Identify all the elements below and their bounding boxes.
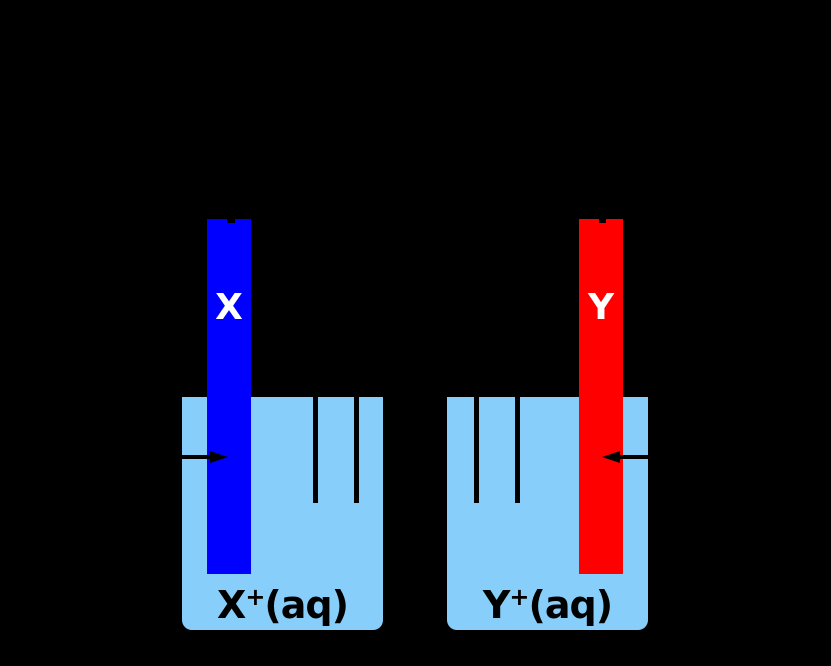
electrode-y (579, 219, 623, 574)
left-solution-state: (aq) (264, 583, 349, 627)
flow-arrow-left-icon (602, 451, 620, 463)
left-solution-label: X+(aq) (182, 584, 383, 626)
salt-bridge-line (474, 394, 479, 503)
right-solution-charge: + (509, 583, 529, 612)
flow-arrow-left-shaft (620, 455, 652, 459)
electrode-x (207, 219, 251, 574)
salt-bridge-line (515, 394, 520, 503)
right-solution-label: Y+(aq) (447, 584, 648, 626)
right-solution-state: (aq) (528, 583, 614, 627)
flow-arrow-right-shaft (182, 455, 212, 459)
right-solution-element: Y (482, 583, 511, 627)
salt-bridge-line (313, 394, 318, 503)
salt-bridge-line (354, 394, 359, 503)
wire-stub-y (599, 219, 606, 223)
left-solution-element: X (217, 583, 246, 627)
electrode-x-label: X (215, 287, 243, 328)
left-solution-charge: + (245, 583, 265, 612)
wire-stub-x (227, 219, 235, 223)
electrode-y-label: Y (587, 287, 615, 328)
flow-arrow-right-icon (210, 451, 228, 463)
